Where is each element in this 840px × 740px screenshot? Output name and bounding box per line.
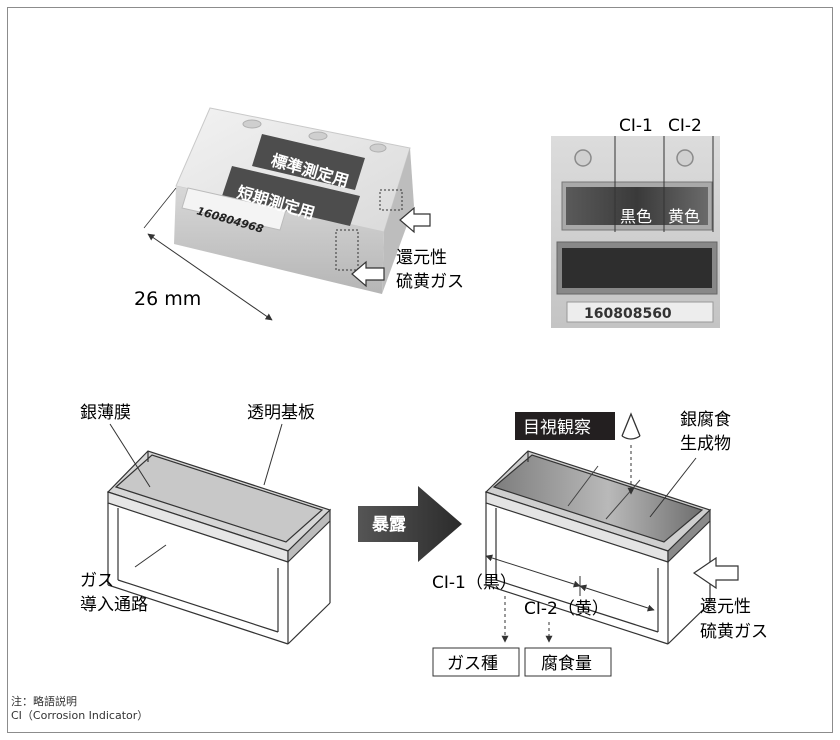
eye-icon bbox=[621, 412, 641, 440]
sensor-gas-label-2: 硫黄ガス bbox=[396, 272, 464, 292]
silver-film-label: 銀薄膜 bbox=[80, 403, 131, 423]
visual-observation-box bbox=[515, 412, 615, 440]
corrosion-product-pointer bbox=[649, 457, 697, 518]
substrate-pointer bbox=[263, 423, 283, 486]
exposure-label: 暴露 bbox=[371, 515, 407, 535]
corrosion-product-label-2: 生成物 bbox=[680, 434, 731, 454]
right-gas-arrow bbox=[692, 556, 739, 590]
gas-inlet-pointer bbox=[134, 544, 167, 568]
closeup-ci2: CI-2 bbox=[668, 116, 702, 136]
closeup-black: 黒色 bbox=[620, 207, 652, 226]
sensor-gas-label-1: 還元性 bbox=[396, 248, 447, 268]
right-sensor-diagram bbox=[484, 450, 712, 645]
closeup-serial: 160808560 bbox=[584, 306, 672, 322]
right-gas-label-2: 硫黄ガス bbox=[700, 622, 768, 642]
gas-type-box bbox=[432, 647, 520, 677]
right-gas-label-1: 還元性 bbox=[700, 597, 751, 617]
corrosion-amount-label: 腐食量 bbox=[541, 654, 592, 674]
note-title: 注：略語説明 bbox=[11, 695, 77, 708]
ci1-black-label: CI-1（黒） bbox=[432, 573, 517, 593]
closeup-ci1: CI-1 bbox=[619, 116, 653, 136]
silver-film-pointer bbox=[109, 423, 151, 488]
ci1-dimension bbox=[485, 554, 581, 588]
gas-inlet-label-2: 導入通路 bbox=[80, 595, 148, 615]
sensor-photo bbox=[174, 107, 431, 294]
exposure-arrow bbox=[358, 486, 462, 562]
figure-frame bbox=[7, 7, 833, 733]
corrosion-product-label-1: 銀腐食 bbox=[680, 410, 731, 430]
corrosion-amount-box bbox=[524, 647, 612, 677]
closeup-yellow: 黄色 bbox=[668, 207, 700, 226]
substrate-label: 透明基板 bbox=[247, 403, 315, 423]
ci2-yellow-label: CI-2（黄） bbox=[524, 599, 609, 619]
ci2-dimension bbox=[579, 584, 655, 612]
gas-inlet-label-1: ガス bbox=[80, 571, 114, 591]
left-sensor-diagram bbox=[106, 450, 332, 645]
gas-type-label: ガス種 bbox=[447, 654, 498, 674]
dimension-line bbox=[143, 187, 273, 321]
dimension-label: 26 mm bbox=[134, 288, 201, 310]
closeup-photo bbox=[551, 136, 720, 328]
note-abbreviation: CI（Corrosion Indicator） bbox=[11, 709, 149, 722]
visual-observation-label: 目視観察 bbox=[523, 418, 591, 438]
